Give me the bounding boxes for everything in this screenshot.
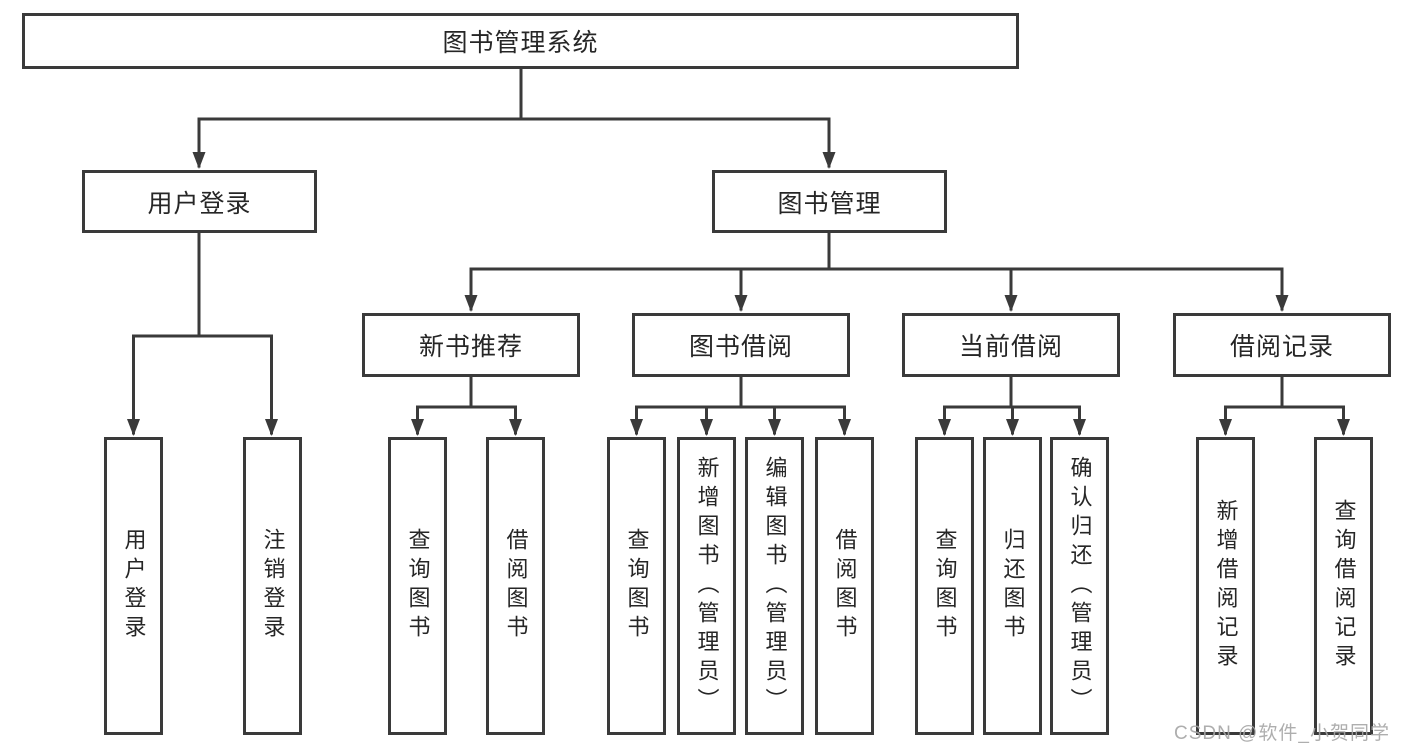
connector-borrow-to-leaves xyxy=(635,375,846,435)
leaf-label: 用户登录 xyxy=(121,528,147,644)
arrow-down-icon xyxy=(411,419,424,436)
leaf-label: 新增图书（管理员） xyxy=(694,455,720,717)
node-book-management: 图书管理 xyxy=(712,170,947,233)
leaf-return-book: 归还图书 xyxy=(983,437,1042,735)
leaf-label: 新增借阅记录 xyxy=(1213,499,1239,673)
node-borrow-records: 借阅记录 xyxy=(1173,313,1391,377)
arrow-down-icon xyxy=(509,419,522,436)
leaf-label: 确认归还（管理员） xyxy=(1067,455,1093,717)
arrow-down-icon xyxy=(768,419,781,436)
arrow-down-icon xyxy=(464,295,478,312)
leaf-add-borrow-record: 新增借阅记录 xyxy=(1196,437,1255,735)
connector-user-login-to-leaves xyxy=(132,231,273,435)
node-book-borrow: 图书借阅 xyxy=(632,313,850,377)
arrow-down-icon xyxy=(1004,295,1018,312)
leaf-user-login: 用户登录 xyxy=(104,437,163,735)
leaf-query-book-recommend: 查询图书 xyxy=(388,437,447,735)
csdn-watermark: CSDN @软件_小贺同学 xyxy=(1174,723,1390,744)
connector-recommend-to-leaves xyxy=(416,375,517,435)
node-library-system: 图书管理系统 xyxy=(22,13,1019,69)
leaf-label: 查询图书 xyxy=(624,528,650,644)
leaf-label: 查询图书 xyxy=(405,528,431,644)
arrow-down-icon xyxy=(1073,419,1086,436)
connector-book-mgmt-to-level3 xyxy=(469,231,1284,311)
leaf-label: 借阅图书 xyxy=(503,528,529,644)
arrow-down-icon xyxy=(1337,419,1350,436)
leaf-edit-book-admin: 编辑图书（管理员） xyxy=(745,437,804,735)
leaf-query-book-borrow: 查询图书 xyxy=(607,437,666,735)
arrow-down-icon xyxy=(938,419,951,436)
leaf-borrow-book: 借阅图书 xyxy=(815,437,874,735)
arrow-down-icon xyxy=(700,419,713,436)
leaf-label: 归还图书 xyxy=(1000,528,1026,644)
leaf-query-book-current: 查询图书 xyxy=(915,437,974,735)
arrow-down-icon xyxy=(1006,419,1019,436)
node-new-book-recommend: 新书推荐 xyxy=(362,313,580,377)
arrow-down-icon xyxy=(192,152,206,169)
connector-root-to-level2 xyxy=(197,66,831,168)
arrow-down-icon xyxy=(734,295,748,312)
leaf-label: 查询借阅记录 xyxy=(1331,499,1357,673)
arrow-down-icon xyxy=(1219,419,1232,436)
connector-records-to-leaves xyxy=(1224,375,1345,435)
node-current-borrow: 当前借阅 xyxy=(902,313,1120,377)
arrow-down-icon xyxy=(1275,295,1289,312)
leaf-query-borrow-record: 查询借阅记录 xyxy=(1314,437,1373,735)
leaf-logout: 注销登录 xyxy=(243,437,302,735)
leaf-label: 注销登录 xyxy=(260,528,286,644)
arrow-down-icon xyxy=(265,419,278,436)
arrow-down-icon xyxy=(838,419,851,436)
leaf-label: 查询图书 xyxy=(932,528,958,644)
leaf-borrow-book-recommend: 借阅图书 xyxy=(486,437,545,735)
node-user-login: 用户登录 xyxy=(82,170,317,233)
arrow-down-icon xyxy=(127,419,140,436)
connector-current-to-leaves xyxy=(943,375,1081,435)
leaf-confirm-return-admin: 确认归还（管理员） xyxy=(1050,437,1109,735)
arrow-down-icon xyxy=(630,419,643,436)
leaf-add-book-admin: 新增图书（管理员） xyxy=(677,437,736,735)
arrow-down-icon xyxy=(822,152,836,169)
leaf-label: 编辑图书（管理员） xyxy=(762,455,788,717)
leaf-label: 借阅图书 xyxy=(832,528,858,644)
